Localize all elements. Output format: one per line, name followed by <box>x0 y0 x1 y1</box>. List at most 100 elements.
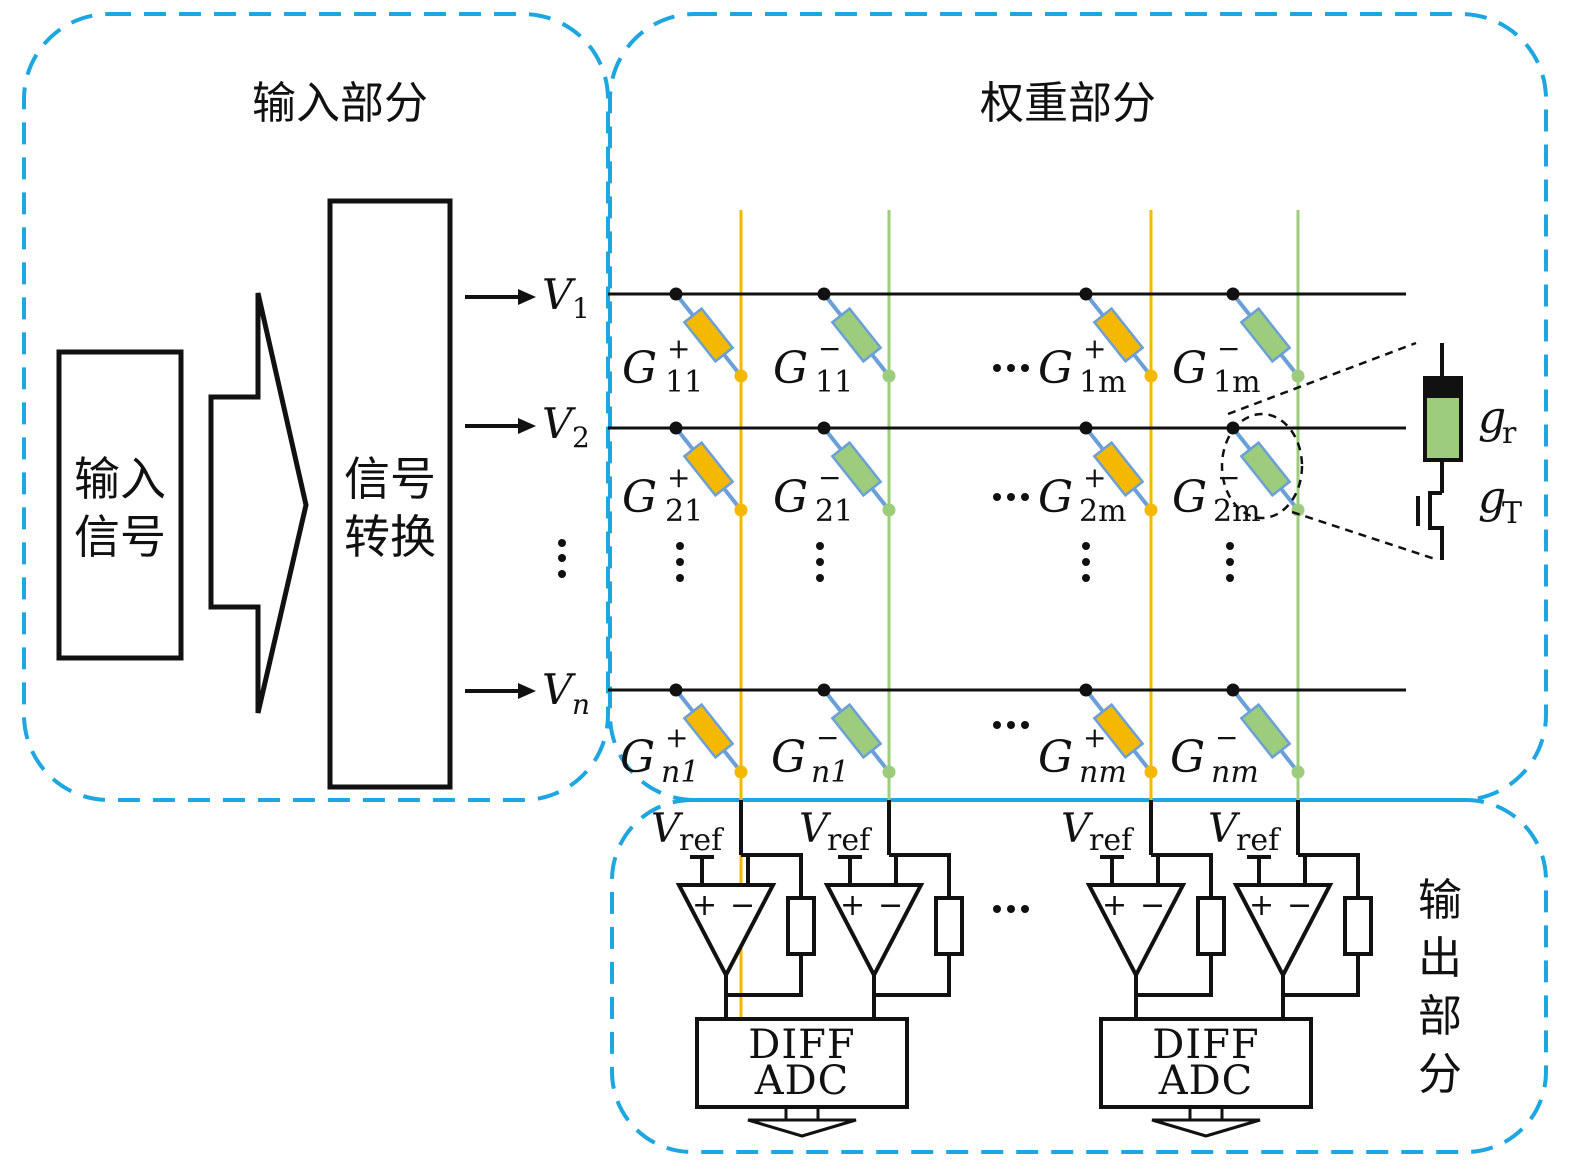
svg-text:G: G <box>1172 472 1207 523</box>
svg-text:+: + <box>1083 721 1106 754</box>
label-gn1-pos: G + n1 <box>620 721 699 790</box>
output-ellipsis-mid <box>993 905 1029 913</box>
svg-text:V: V <box>542 270 576 319</box>
amp-plus: + <box>1102 888 1127 923</box>
amp-minus: − <box>1140 888 1165 923</box>
svg-text:+: + <box>667 461 690 494</box>
svg-text:+: + <box>1083 332 1106 365</box>
svg-text:1m: 1m <box>1213 365 1261 400</box>
vref-label: V <box>799 806 832 852</box>
svg-text:2: 2 <box>572 421 590 454</box>
diff-adc-1: DIFF ADC <box>695 1017 909 1138</box>
label-g11-pos: G + 11 <box>622 332 703 400</box>
svg-text:G: G <box>773 343 808 394</box>
svg-text:11: 11 <box>815 365 853 400</box>
memristor-cell <box>1079 421 1158 517</box>
svg-text:−: − <box>816 721 839 754</box>
svg-text:G: G <box>1170 732 1205 783</box>
svg-text:−: − <box>1215 721 1238 754</box>
col-ellipsis <box>676 542 1234 582</box>
svg-text:2m: 2m <box>1079 494 1127 529</box>
svg-text:n1: n1 <box>811 755 849 790</box>
amp-plus: + <box>692 888 717 923</box>
rown-ellipsis <box>993 721 1029 729</box>
svg-text:21: 21 <box>815 494 853 529</box>
svg-text:1m: 1m <box>1079 365 1127 400</box>
vref-label: V <box>651 806 684 852</box>
feedback-resistor <box>786 896 816 956</box>
signal-convert-line1: 信号 <box>344 452 436 506</box>
diff-adc-2: DIFF ADC <box>1099 1017 1313 1138</box>
label-g11-neg: G − 11 <box>773 332 853 400</box>
signal-convert-block <box>327 198 453 790</box>
output-title-char-4: 分 <box>1418 1049 1462 1100</box>
svg-text:G: G <box>1038 732 1073 783</box>
row2-ellipsis <box>993 493 1029 501</box>
device-zoom <box>1220 341 1439 562</box>
memristor-cell <box>817 287 896 383</box>
weight-section-title: 权重部分 <box>980 78 1156 129</box>
flow-arrow <box>208 292 309 714</box>
label-g2m-pos: G + 2m <box>1038 461 1127 529</box>
svg-text:−: − <box>818 332 841 365</box>
svg-text:G: G <box>773 472 808 523</box>
svg-text:G: G <box>1172 343 1207 394</box>
label-g1m-neg: G − 1m <box>1172 332 1261 400</box>
row1-ellipsis <box>993 364 1029 372</box>
label-g-r: g r <box>1478 392 1517 451</box>
output-title-char-1: 输 <box>1418 875 1462 926</box>
memristor-cell <box>669 421 748 517</box>
svg-text:G: G <box>771 732 806 783</box>
svg-text:DIFF: DIFF <box>748 1022 855 1068</box>
memristor-cell <box>1226 683 1305 779</box>
signal-convert-line2: 转换 <box>344 510 436 564</box>
label-gnm-pos: G + nm <box>1038 721 1127 790</box>
svg-text:21: 21 <box>665 494 703 529</box>
svg-text:g: g <box>1478 392 1506 443</box>
input-signal-line1: 输入 <box>74 452 166 506</box>
weight-section-border <box>608 12 1548 802</box>
amp-plus: + <box>840 888 865 923</box>
memristor-cell <box>1079 287 1158 383</box>
vref-sub: ref <box>827 823 872 858</box>
feedback-resistor <box>934 896 964 956</box>
svg-text:+: + <box>1083 461 1106 494</box>
svg-text:+: + <box>667 332 690 365</box>
vref-label: V <box>1061 806 1094 852</box>
label-g21-pos: G + 21 <box>622 461 703 529</box>
vref-sub: ref <box>679 823 724 858</box>
svg-text:11: 11 <box>665 365 703 400</box>
op-amp <box>1085 883 1187 980</box>
memristor-cells <box>669 287 1305 779</box>
svg-text:V: V <box>542 399 576 448</box>
svg-text:ADC: ADC <box>754 1058 850 1104</box>
label-g21-neg: G − 21 <box>773 461 853 529</box>
svg-text:n: n <box>572 688 590 721</box>
output-title-char-3: 部 <box>1418 991 1462 1042</box>
svg-text:+: + <box>665 721 688 754</box>
svg-text:n1: n1 <box>661 755 699 790</box>
row-ellipsis-left <box>558 539 566 578</box>
output-section-border <box>610 798 1548 1154</box>
input-section-title: 输入部分 <box>252 78 428 129</box>
memristor-cell <box>817 421 896 517</box>
feedback-resistor <box>1196 896 1226 956</box>
svg-text:ADC: ADC <box>1158 1058 1254 1104</box>
svg-text:−: − <box>1217 332 1240 365</box>
label-g2m-neg: G − 2m <box>1172 461 1261 529</box>
svg-text:G: G <box>622 343 657 394</box>
svg-text:−: − <box>818 461 841 494</box>
svg-text:G: G <box>622 472 657 523</box>
svg-text:g: g <box>1478 472 1506 523</box>
voltage-v2: V 2 <box>465 399 590 454</box>
amp-minus: − <box>1287 888 1312 923</box>
svg-text:1: 1 <box>572 292 590 325</box>
memristor-cell <box>669 683 748 779</box>
memristor-cell <box>669 287 748 383</box>
vref-label: V <box>1208 806 1241 852</box>
svg-text:V: V <box>542 665 576 714</box>
output-title-char-2: 出 <box>1418 933 1462 984</box>
